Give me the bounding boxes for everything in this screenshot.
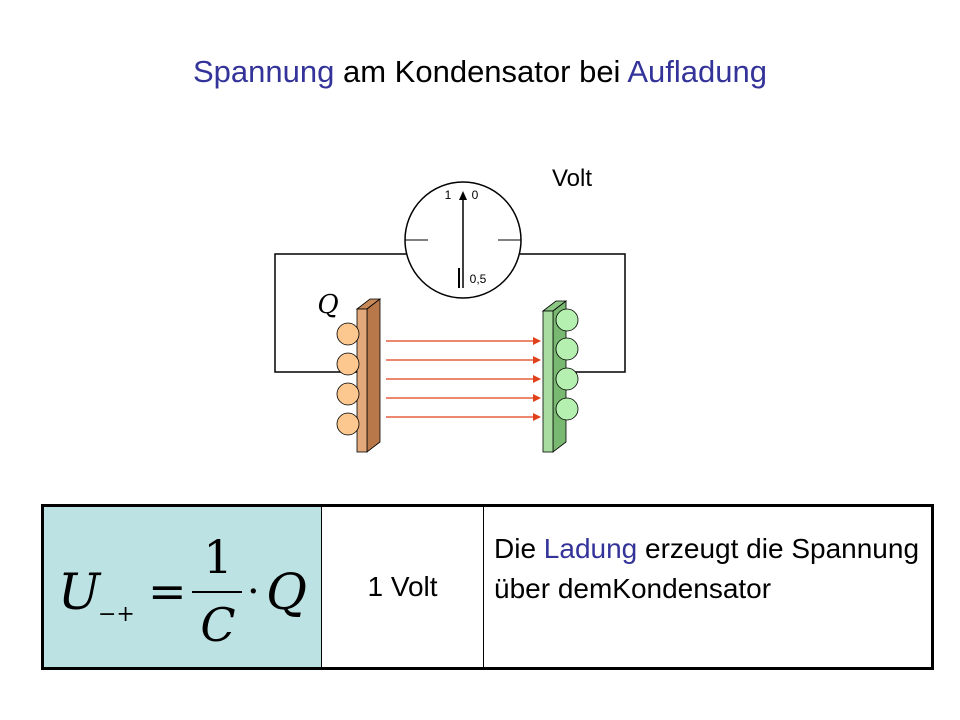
right-plate-face xyxy=(542,310,554,453)
left-charge-1 xyxy=(336,322,360,346)
voltmeter-scale-one: 1 xyxy=(445,188,452,202)
right-charge-2 xyxy=(555,337,579,361)
value-text: 1 Volt xyxy=(367,571,438,602)
formula-rhs-symbol: Q xyxy=(266,563,307,621)
formula-cell: U −+ = 1 C · Q xyxy=(44,507,322,667)
charge-symbol: Q xyxy=(317,290,338,320)
title-accent-spannung: Spannung xyxy=(193,54,335,89)
voltmeter-needle-tip xyxy=(459,191,467,200)
voltmeter: 1 0 0,5 xyxy=(404,181,522,299)
description-cell: Die Ladung erzeugt die Spannung über dem… xyxy=(484,507,931,667)
capacitor-formula: U −+ = 1 C · Q xyxy=(58,530,307,652)
voltmeter-scale-zero: 0 xyxy=(472,188,479,202)
left-charge-2 xyxy=(336,352,360,376)
formula-lhs-subscript: −+ xyxy=(98,602,135,627)
right-charge-4 xyxy=(555,397,579,421)
left-plate xyxy=(355,298,382,453)
description-part2: erzeugt die Spannung über demKondensator xyxy=(494,533,920,604)
right-charge-3 xyxy=(555,367,579,391)
left-plate-side xyxy=(366,298,381,453)
capacitor-circuit-diagram: 1 0 0,5 Volt Q xyxy=(274,165,626,453)
right-charge-1 xyxy=(555,308,579,332)
left-charge-3 xyxy=(336,382,360,406)
description-part1: Die xyxy=(494,533,544,564)
formula-numerator: 1 xyxy=(203,530,232,584)
value-cell: 1 Volt xyxy=(322,507,484,667)
formula-table: U −+ = 1 C · Q 1 Volt Die Ladung erzeugt… xyxy=(41,504,934,670)
title-accent-aufladung: Aufladung xyxy=(627,54,767,89)
formula-lhs-symbol: U xyxy=(58,563,102,621)
wire-left xyxy=(274,253,410,373)
formula-denominator: C xyxy=(200,598,235,652)
wire-right xyxy=(517,253,626,373)
voltmeter-unit-label: Volt xyxy=(552,165,592,192)
left-charge-4 xyxy=(336,412,360,436)
left-plate-face xyxy=(356,308,368,453)
formula-equals: = xyxy=(148,564,187,618)
description-accent: Ladung xyxy=(543,533,638,564)
formula-dot: · xyxy=(247,569,260,615)
page-title: Spannung am Kondensator bei Aufladung xyxy=(0,52,960,92)
title-middle: am Kondensator bei xyxy=(334,54,628,89)
voltmeter-scale-half: 0,5 xyxy=(470,272,487,286)
